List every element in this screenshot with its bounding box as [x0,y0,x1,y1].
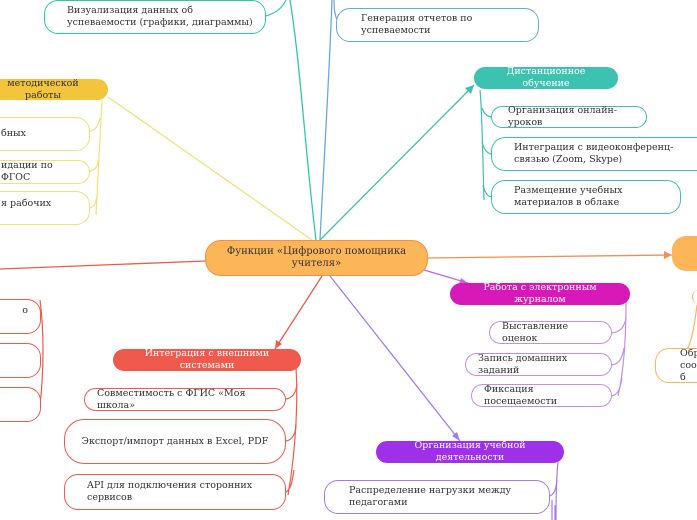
methodical-work-node[interactable]: методической работы [0,77,108,101]
distance-learning-title: Дистанционное обучение [506,66,586,89]
journal-item-label: Фиксация посещаемости [484,383,558,407]
link-integration-item-3 [285,469,295,493]
link-center-methodical [107,96,313,241]
distance-item-label: Интеграция с видеоконференц-связью (Zoom… [514,142,674,165]
link-methodical-item-2 [89,159,99,172]
left-item-3[interactable] [0,387,41,422]
link-integration-item-1 [285,383,298,400]
link-center-analytics [289,0,317,241]
link-organization-item-1 [549,479,558,497]
integration-item-label: API для подключения сторонних сервисов [87,480,253,503]
link-distance-item-2 [481,141,493,155]
integration-item-export[interactable]: Экспорт/импорт данных в Excel, PDF [64,419,286,464]
link-journal-item-3 [611,377,623,397]
link-journal-item-2 [611,347,625,366]
link-center-distance [319,84,475,241]
link-journal-item-1 [611,317,627,334]
distance-item-video-conferencing[interactable]: Интеграция с видеоконференц-связью (Zoom… [491,137,697,171]
distance-item-label: Организация онлайн-уроков [508,105,618,128]
journal-item-label: Запись домашних заданий [478,352,568,376]
link-center-left [0,260,207,270]
integration-item-fgis[interactable]: Совместимость с ФГИС «Моя школа» [84,388,286,411]
organization-item-workload[interactable]: Распределение нагрузки между педагогами [324,480,550,514]
analytics-item-label: Визуализация данных об успеваемости (гра… [67,5,253,28]
left-item-1[interactable]: о [0,299,41,334]
link-center-reports [319,0,333,241]
left-item-2[interactable] [0,343,41,378]
central-topic-label: Функции «Цифрового помощника учителя» [226,246,407,269]
integration-item-label: Экспорт/импорт данных в Excel, PDF [81,435,269,447]
link-distance-item-1 [481,107,493,118]
link-methodical-item-3 [89,195,98,209]
arrow-communication [664,251,672,259]
arrow-distance [465,85,474,94]
methodical-work-title: методической работы [7,77,79,101]
arrow-integration [275,340,282,349]
methodical-item-label: идации по ФГОС [1,160,53,183]
methodical-item-label: я рабочих [1,198,52,209]
link-left-misc [39,299,44,406]
link-methodical-item-1 [89,117,101,132]
central-topic-node[interactable]: Функции «Цифрового помощника учителя» [205,240,428,276]
distance-item-online-lessons[interactable]: Организация онлайн-уроков [491,105,647,128]
analytics-item-visualization[interactable]: Визуализация данных об успеваемости (гра… [44,0,266,34]
link-communication-items [683,304,697,353]
journal-item-attendance[interactable]: Фиксация посещаемости [471,384,612,407]
distance-item-cloud-materials[interactable]: Размещение учебных материалов в облаке [491,180,681,214]
methodical-item-1[interactable]: бных [0,117,90,151]
journal-item-homework[interactable]: Запись домашних заданий [465,353,612,376]
integration-node[interactable]: Интеграция с внешними системами [113,348,301,371]
journal-item-label: Выставление оценок [502,320,569,344]
reports-item-label: Генерация отчетов по успеваемости [361,13,473,36]
link-methodical-items [95,99,103,216]
link-organization-items [555,461,559,520]
organization-item-label: Распределение нагрузки между педагогами [349,485,512,508]
link-journal-items [617,301,627,397]
journal-node[interactable]: Работа с электронным журналом [450,282,630,305]
link-integration-item-2 [285,423,297,442]
link-center-integration [274,275,323,350]
methodical-item-3[interactable]: я рабочих [0,191,90,225]
communication-node[interactable] [672,236,697,271]
arrow-organization [452,432,460,441]
methodical-item-label: бных [1,128,26,139]
integration-item-api[interactable]: API для подключения сторонних сервисов [64,474,286,510]
journal-item-grades[interactable]: Выставление оценок [489,321,612,344]
arrow-journal [459,278,468,284]
link-center-organization [329,275,461,442]
organization-title: Организация учебной деятельности [414,440,526,463]
left-item-label: о [22,304,28,316]
communication-item-1[interactable]: Обр сооб [655,348,697,383]
reports-item-generation[interactable]: Генерация отчетов по успеваемости [336,8,539,42]
distance-learning-node[interactable]: Дистанционное обучение [474,66,618,89]
distance-item-label: Размещение учебных материалов в облаке [514,185,623,208]
link-center-communication [427,254,673,259]
link-distance-items [479,89,485,201]
integration-item-label: Совместимость с ФГИС «Моя школа» [97,387,246,411]
communication-stub [692,290,697,304]
organization-node[interactable]: Организация учебной деятельности [376,440,564,463]
integration-title: Интеграция с внешними системами [144,348,270,371]
communication-item-label: Обр сооб [680,347,697,383]
methodical-item-2[interactable]: идации по ФГОС [0,160,90,184]
journal-title: Работа с электронным журналом [483,282,597,305]
link-analytics-item [265,0,287,17]
